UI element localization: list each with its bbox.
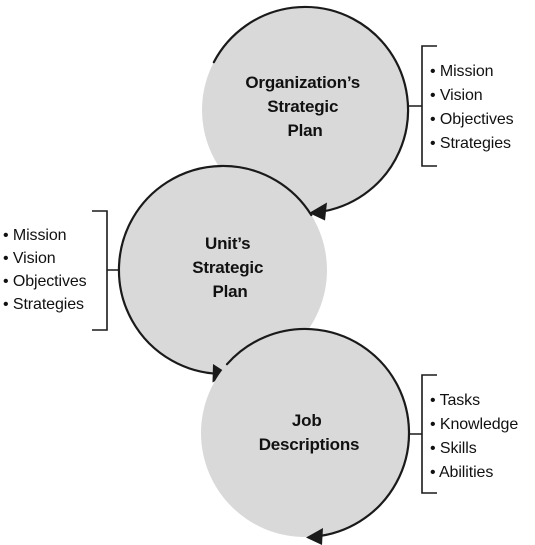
circle-1-title: Organization’s Strategic Plan (245, 73, 364, 140)
bullet: • (430, 440, 436, 457)
bullet: • (430, 63, 436, 80)
list-item-text: Strategies (13, 296, 84, 313)
circle-2-arrow-arc (117, 164, 313, 375)
list-item-text: Abilities (439, 464, 493, 481)
circle-2-title-line-3: Plan (212, 282, 247, 301)
list-item-text: Skills (440, 440, 477, 457)
list-item-text: Vision (13, 250, 56, 267)
list-item-text: Knowledge (440, 416, 518, 433)
list-item-text: Objectives (440, 111, 514, 128)
circle-2-title-line-1: Unit’s (205, 234, 250, 253)
bullet: • (3, 273, 9, 290)
circle-1-fill (202, 7, 408, 213)
circle-1-arrowhead (309, 202, 327, 221)
list-item-text: Mission (13, 227, 67, 244)
circle-1-list-item-4: • Strategies (430, 135, 511, 152)
circle-1-list-item-1: • Mission (430, 63, 493, 80)
bullet: • (3, 296, 9, 313)
circle-1-list-item-2: • Vision (430, 87, 483, 104)
circle-3-list: • Tasks • Knowledge • Skills • Abilities (430, 392, 523, 481)
bullet: • (430, 135, 436, 152)
circle-3-list-item-2: • Knowledge (430, 416, 518, 433)
bullet: • (430, 111, 436, 128)
circle-1-bracket-list: • Mission • Vision • Objectives • Strate… (408, 45, 518, 167)
bullet: • (430, 464, 436, 481)
list-item-text: Objectives (13, 273, 87, 290)
circle-3-list-item-4: • Abilities (430, 464, 493, 481)
bullet: • (3, 250, 9, 267)
circle-3-bracket (408, 374, 437, 494)
circle-2-bracket (92, 210, 120, 331)
circle-2-list-item-1: • Mission (3, 227, 66, 244)
circle-1-list: • Mission • Vision • Objectives • Strate… (430, 63, 518, 152)
circle-unit-strategic-plan: Unit’s Strategic Plan (117, 164, 327, 383)
circle-3-title: Job Descriptions (259, 411, 360, 454)
circle-1-title-line-3: Plan (287, 121, 322, 140)
list-item-text: Tasks (440, 392, 480, 409)
circle-2-list-item-2: • Vision (3, 250, 56, 267)
bullet: • (430, 416, 436, 433)
circle-2-bracket-list: • Mission • Vision • Objectives • Strate… (3, 210, 120, 331)
circle-3-list-item-1: • Tasks (430, 392, 480, 409)
circle-1-bracket (408, 45, 437, 167)
circle-2-title-line-2: Strategic (192, 258, 263, 277)
circle-1-title-line-2: Strategic (267, 97, 338, 116)
circle-1-list-item-3: • Objectives (430, 111, 514, 128)
circle-1-arrow-arc (212, 5, 410, 214)
circle-2-list: • Mission • Vision • Objectives • Strate… (3, 227, 91, 313)
bullet: • (430, 87, 436, 104)
circle-3-title-line-1: Job (292, 411, 322, 430)
circle-2-title: Unit’s Strategic Plan (192, 234, 267, 301)
list-item-text: Mission (440, 63, 494, 80)
circle-3-arrow-arc (225, 327, 411, 538)
circle-2-list-item-4: • Strategies (3, 296, 84, 313)
circle-2-list-item-3: • Objectives (3, 273, 87, 290)
bullet: • (430, 392, 436, 409)
circle-3-bracket-list: • Tasks • Knowledge • Skills • Abilities (408, 374, 523, 494)
circle-2-fill (119, 166, 327, 374)
circle-1-title-line-1: Organization’s (245, 73, 360, 92)
circle-job-descriptions: Job Descriptions (201, 327, 411, 545)
list-item-text: Vision (440, 87, 483, 104)
circle-3-title-line-2: Descriptions (259, 435, 360, 454)
circle-3-arrowhead (306, 528, 323, 545)
circle-3-fill (201, 329, 409, 537)
bullet: • (3, 227, 9, 244)
circle-3-list-item-3: • Skills (430, 440, 477, 457)
circle-organization-strategic-plan: Organization’s Strategic Plan (202, 5, 410, 221)
list-item-text: Strategies (440, 135, 511, 152)
